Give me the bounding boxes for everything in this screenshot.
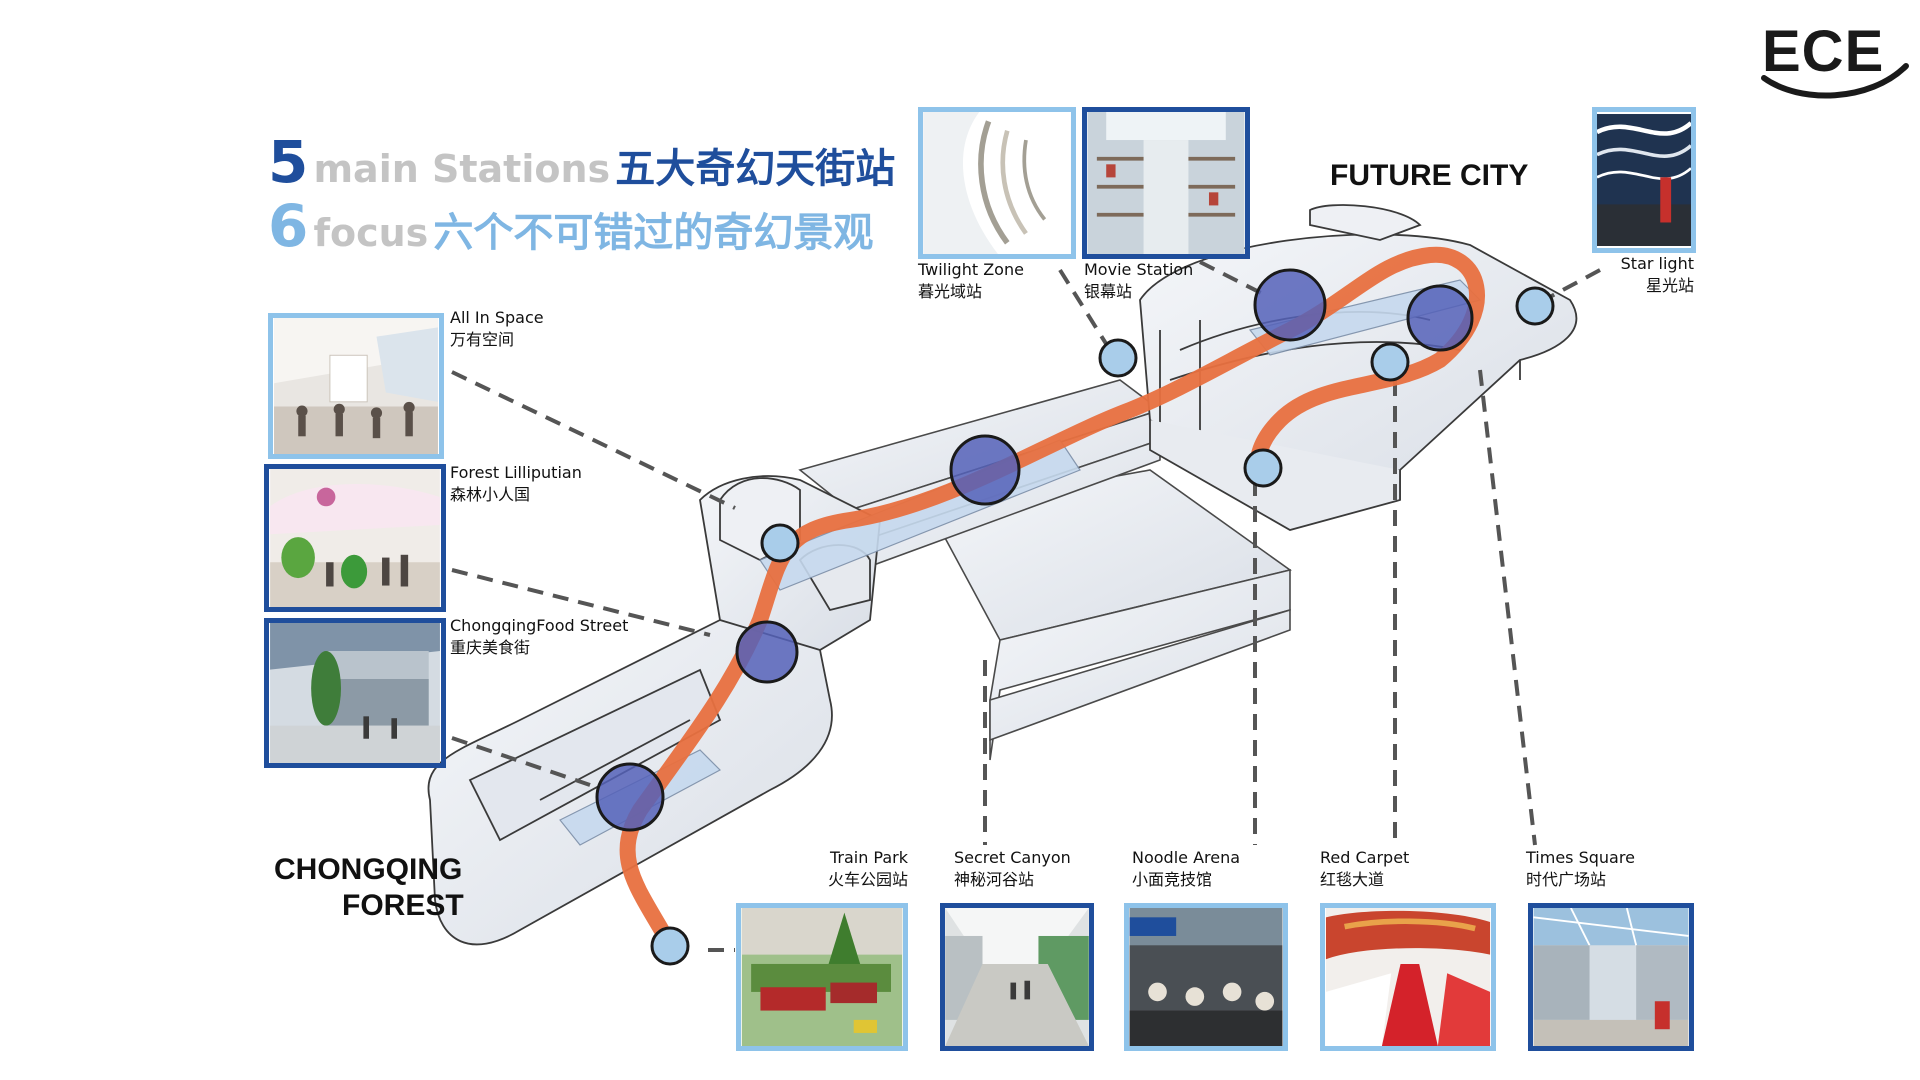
label-star-light: Star light 星光站 (1620, 254, 1694, 295)
marker-twilight-zone (1098, 338, 1138, 378)
marker-train-park (650, 926, 690, 966)
heading-2-chinese: 六个不可错过的奇幻景观 (433, 210, 874, 256)
photo-times-square (1533, 908, 1689, 1046)
heading-line-1: 5 main Stations 五大奇幻天街站 (268, 128, 895, 196)
heading-1-english: main Stations (313, 147, 611, 191)
station-times-square (1406, 284, 1474, 352)
photo-star-light (1597, 114, 1691, 246)
thumb-food-street (264, 618, 446, 768)
thumb-movie-station (1082, 107, 1250, 259)
logo-swoosh-icon (1761, 63, 1909, 99)
label-secret-canyon: Secret Canyon 神秘河谷站 (954, 848, 1071, 889)
photo-noodle-arena (1129, 908, 1283, 1046)
label-forest-lilliputian: Forest Lilliputian 森林小人国 (450, 463, 582, 504)
photo-secret-canyon (945, 908, 1089, 1046)
label-noodle-arena: Noodle Arena 小面竞技馆 (1132, 848, 1241, 889)
heading-1-number: 5 (268, 128, 309, 196)
station-chongqing-forest (595, 762, 665, 832)
label-all-in-space: All In Space 万有空间 (450, 308, 544, 349)
label-red-carpet: Red Carpet 红毯大道 (1320, 848, 1410, 889)
thumb-star-light (1592, 107, 1696, 253)
marker-all-in-space (760, 523, 800, 563)
thumb-train-park (736, 903, 908, 1051)
label-movie-station: Movie Station 银幕站 (1084, 260, 1194, 301)
thumb-forest-lilliputian (264, 464, 446, 612)
heading-1-chinese: 五大奇幻天街站 (615, 146, 896, 192)
thumb-all-in-space (268, 313, 444, 459)
label-times-square: Times Square 时代广场站 (1526, 848, 1635, 889)
thumb-secret-canyon (940, 903, 1094, 1051)
photo-train-park (741, 908, 903, 1046)
focus-markers (650, 286, 1555, 966)
thumb-times-square (1528, 903, 1694, 1051)
photo-twilight-zone (923, 112, 1071, 254)
leader-lines (451, 260, 1601, 952)
right-lower-block (928, 469, 1292, 761)
label-train-park: Train Park 火车公园站 (827, 848, 908, 889)
heading-2-english: focus (313, 211, 429, 255)
marker-star-light (1515, 286, 1555, 326)
heading-2-number: 6 (268, 192, 309, 260)
photo-red-carpet (1325, 908, 1491, 1046)
future-city-label: FUTURE CITY (1330, 159, 1529, 192)
thumb-twilight-zone (918, 107, 1076, 259)
logo-text: ECE (1762, 19, 1885, 84)
photo-all-in-space (274, 318, 438, 454)
thumb-red-carpet (1320, 903, 1496, 1051)
photo-food-street (270, 623, 440, 763)
label-twilight-zone: Twilight Zone 暮光域站 (918, 260, 1024, 301)
label-food-street: ChongqingFood Street 重庆美食街 (450, 616, 629, 657)
main-station-markers (595, 268, 1474, 832)
marker-noodle-arena (1243, 448, 1283, 488)
route-line (619, 246, 1485, 953)
station-secret-canyon (949, 434, 1021, 506)
thumb-noodle-arena (1124, 903, 1288, 1051)
station-food-street (735, 620, 799, 684)
marker-red-carpet (1370, 342, 1410, 382)
chongqing-forest-label-2: FOREST (342, 889, 464, 922)
station-movie (1253, 268, 1327, 342)
chongqing-forest-label-1: CHONGQING (274, 853, 463, 886)
photo-movie-station (1087, 112, 1245, 254)
photo-forest-lilliputian (270, 469, 440, 607)
heading-line-2: 6 focus 六个不可错过的奇幻景观 (268, 192, 873, 260)
